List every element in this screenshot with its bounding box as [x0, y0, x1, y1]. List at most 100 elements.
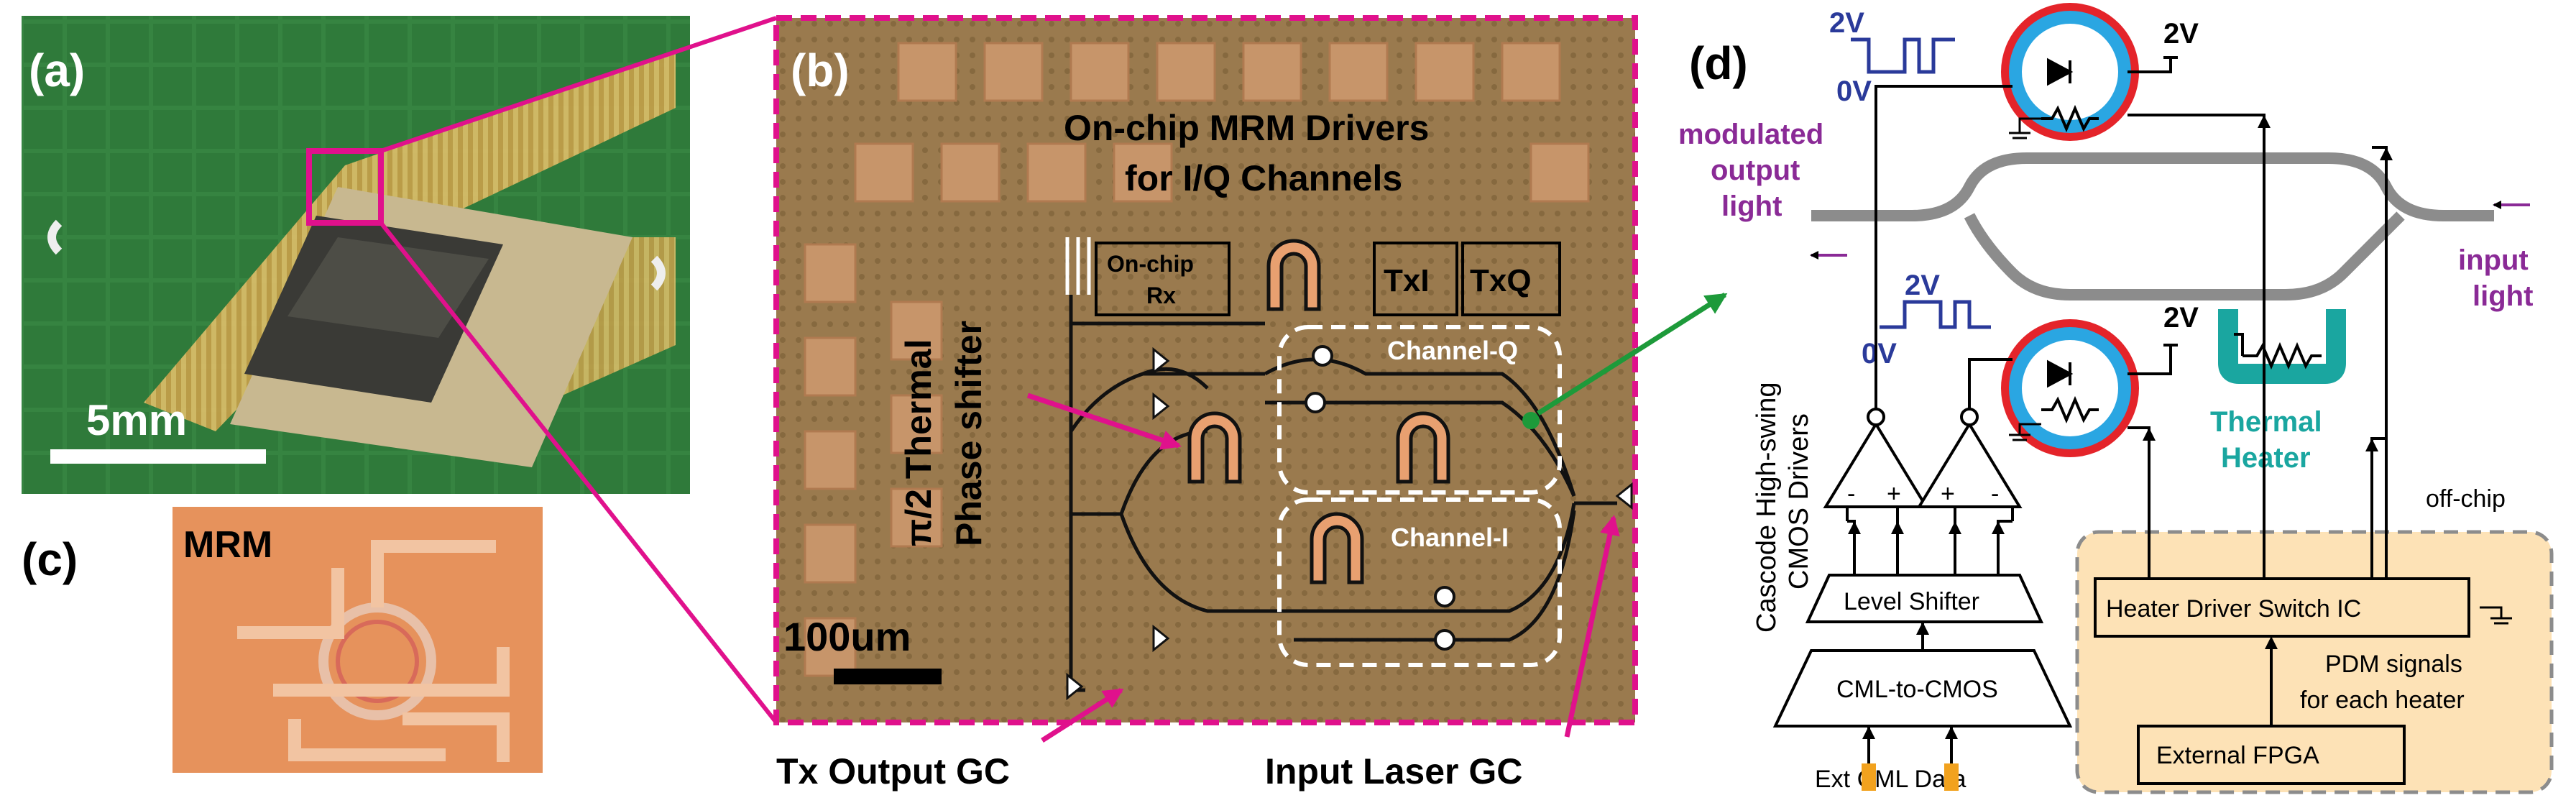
clip-left	[47, 219, 63, 255]
input-2: light	[2472, 280, 2533, 312]
mrm-label: MRM	[183, 524, 272, 566]
txi-box	[1373, 242, 1458, 316]
panel-b-title-2: for I/Q Channels	[1125, 158, 1402, 198]
zoom-line-top	[380, 16, 777, 153]
chip-glare	[288, 237, 489, 338]
heater-driver-label: Heater Driver Switch IC	[2106, 595, 2361, 623]
thermal-label-2: Heater	[2221, 442, 2311, 474]
modulated-3: light	[1721, 191, 1782, 222]
heater-driver-box	[2094, 577, 2470, 638]
mrm-ring-core	[336, 620, 419, 703]
vdd-top	[2128, 56, 2178, 73]
clip-right	[650, 255, 666, 291]
level-shifter-label: Level Shifter	[1844, 588, 1979, 615]
modulated-2: output	[1711, 155, 1800, 186]
level-shifter-shape	[1805, 574, 2044, 623]
zoom-line-bottom	[379, 221, 778, 724]
panel-b-scale-bar	[834, 669, 942, 684]
panel-d: (d) off-chip Thermal Heater 2V 2V 2V 0V …	[1678, 3, 2554, 794]
cml-cmos-label: CML-to-CMOS	[1836, 676, 1998, 703]
ring-mid-outer	[2001, 319, 2139, 457]
gnd-top	[2009, 117, 2041, 139]
amp-left	[1823, 421, 1929, 508]
channel-q-label: Channel-Q	[1387, 336, 1518, 365]
ext-pad-1	[1862, 763, 1876, 791]
panel-b-title-1: On-chip MRM Drivers	[1064, 108, 1429, 148]
onchip-rx-box	[1095, 242, 1230, 316]
resistor-top	[2041, 104, 2099, 133]
waveform-top	[1851, 37, 1955, 74]
amp-right	[1916, 421, 2023, 508]
diode-top	[2047, 58, 2074, 86]
onchip-rx-2: Rx	[1146, 283, 1176, 308]
panel-b-scale-text: 100um	[783, 614, 911, 659]
txi-label: TxI	[1384, 263, 1430, 298]
phase-shifter-2: Phase shifter	[949, 321, 989, 546]
cml-cmos-shape	[1772, 649, 2073, 728]
bond-pads	[804, 42, 1590, 677]
panel-d-label: (d)	[1689, 37, 1748, 89]
channel-i-label: Channel-I	[1391, 523, 1509, 552]
die-photo	[776, 18, 1635, 722]
tx-output-gc-label: Tx Output GC	[776, 751, 1010, 791]
v2-top-left: 2V	[1829, 7, 1864, 39]
txq-label: TxQ	[1470, 263, 1532, 298]
panel-c-label: (c)	[22, 533, 78, 585]
panel-b: (b) On-chip MRM Drivers for I/Q Channels…	[773, 15, 1728, 791]
thermal-heater-resistor	[2234, 333, 2322, 370]
panel-a-scale-text: 5mm	[86, 396, 187, 444]
amp-right-plus: +	[1941, 480, 1955, 508]
thermal-label-1: Thermal	[2210, 406, 2322, 438]
modulated-1: modulated	[1678, 119, 1823, 150]
v2-mid-right: 2V	[2163, 302, 2199, 334]
gnd-mid	[2009, 423, 2041, 441]
amp-right-bubble	[1960, 408, 1979, 426]
v2-mid-left: 2V	[1905, 270, 1940, 301]
input-1: input	[2458, 244, 2529, 276]
phase-shifter-1: π/2 Thermal	[898, 339, 939, 546]
fpga-label: External FPGA	[2156, 742, 2319, 769]
v0-mid: 0V	[1862, 338, 1897, 370]
channel-q-box	[1277, 325, 1562, 495]
amp-right-minus: -	[1991, 480, 1999, 508]
panel-c: (c) MRM	[22, 507, 543, 773]
ext-pad-2	[1944, 763, 1959, 791]
resistor-mid	[2041, 395, 2099, 424]
channel-i-box	[1277, 497, 1562, 667]
phase-shifter-arrow	[1026, 393, 1182, 450]
pdm-2: for each heater	[2300, 687, 2465, 714]
ring-top-inner	[2009, 11, 2131, 133]
txq-box	[1461, 242, 1561, 316]
zoom-arrow-d	[1537, 293, 1728, 416]
input-laser-gc-label: Input Laser GC	[1265, 751, 1522, 791]
diode-mid	[2047, 359, 2074, 388]
grating-couplers	[1066, 347, 1633, 701]
panel-a: (a) 5mm	[22, 16, 690, 494]
panel-b-border	[773, 15, 1638, 725]
vdd-mid	[2128, 344, 2178, 375]
drivers-2: CMOS Drivers	[1784, 413, 1814, 589]
amp-left-bubble	[1867, 408, 1885, 426]
zoom-dot	[1522, 412, 1540, 429]
tx-output-arrow	[1041, 688, 1124, 743]
fpga-gnd	[2480, 606, 2512, 625]
panel-b-label: (b)	[791, 45, 850, 96]
panel-a-scale-bar	[50, 449, 266, 464]
amp-left-minus: -	[1847, 480, 1855, 508]
ext-cml-label: Ext CML Data	[1815, 766, 1966, 793]
amp-left-plus: +	[1887, 480, 1901, 508]
panel-a-label: (a)	[29, 45, 85, 96]
waveform-mid	[1880, 300, 1991, 329]
input-laser-arrow	[1564, 515, 1620, 738]
v0-top: 0V	[1836, 75, 1872, 107]
fpga-box	[2137, 725, 2406, 785]
drivers-1: Cascode High-swing	[1752, 382, 1782, 633]
offchip-label: off-chip	[2426, 485, 2506, 513]
chip-rings	[1305, 345, 1455, 651]
waveguide-main	[1811, 152, 2494, 300]
rx-probe	[1065, 237, 1091, 295]
onchip-rx-1: On-chip	[1107, 251, 1194, 277]
heater-u-shapes	[1187, 239, 1450, 584]
v2-top-right: 2V	[2163, 18, 2199, 50]
